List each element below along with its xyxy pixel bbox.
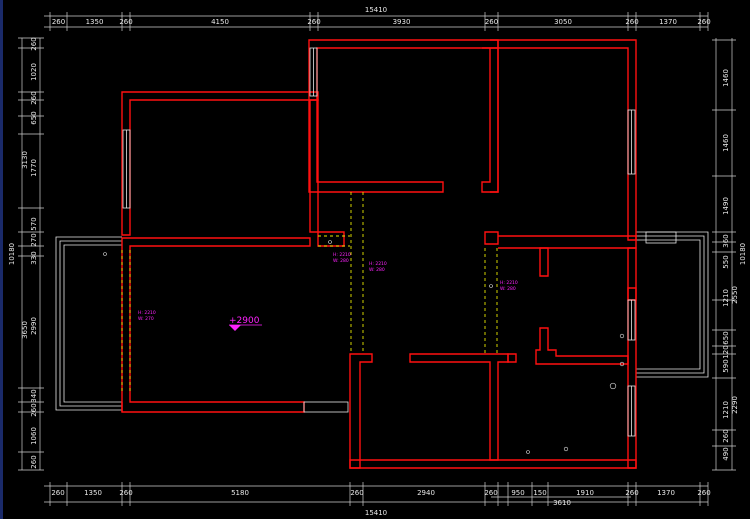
svg-text:W: 280: W: 280 [369, 267, 385, 273]
right-dimension-label: 490 [722, 447, 730, 460]
svg-text:W: 280: W: 280 [500, 286, 516, 292]
left-mid-dimension-1: 3130 [21, 151, 29, 169]
top-dimension-label: 260 [625, 18, 638, 26]
right-dimension-label: 590 [722, 359, 730, 372]
right-total-dimension: 10180 [739, 243, 747, 265]
right-balcony [636, 231, 709, 378]
bottom-sub-dimension: 3610 [553, 499, 571, 507]
left-dimension-label: 650 [30, 111, 38, 124]
right-dimension-label: 1210 [722, 289, 730, 307]
bottom-dimension-label: 260 [484, 489, 497, 497]
bottom-dimension-label: 260 [51, 489, 64, 497]
bottom-dimension-label: 260 [625, 489, 638, 497]
right-mid-dimension-2: 2290 [731, 396, 739, 414]
elevation-marker-icon [229, 325, 241, 331]
left-balcony [55, 236, 122, 411]
annotations: +2900 H: 2210 W: 270 H: 2210 W: 280 H: 2… [138, 252, 518, 331]
bottom-dimension-label: 260 [697, 489, 710, 497]
bottom-dimension-label: 1910 [576, 489, 594, 497]
svg-text:H: 2210: H: 2210 [369, 261, 387, 267]
top-dimension-label: 260 [307, 18, 320, 26]
door-tag-3: H: 2210 W: 280 [369, 261, 387, 273]
windows [122, 47, 636, 437]
left-dimension-label: 2990 [30, 317, 38, 335]
svg-text:H: 2210: H: 2210 [333, 252, 351, 258]
top-dimensions: 15410 260 1350 260 4150 260 3930 260 3050 260 137… [44, 6, 711, 31]
top-dimension-label: 260 [485, 18, 498, 26]
bottom-dimension-label: 1370 [657, 489, 675, 497]
top-dimension-label: 1370 [659, 18, 677, 26]
right-dimension-label: 1210 [722, 401, 730, 419]
top-dimension-label: 260 [119, 18, 132, 26]
bottom-dimension-label: 950 [511, 489, 524, 497]
left-dimension-label: 260 [30, 37, 38, 50]
fixtures [103, 240, 625, 454]
bottom-dimensions: 260 1350 260 5180 260 2940 260 950 150 1910 260 137… [44, 482, 711, 517]
right-dimension-label: 1460 [722, 134, 730, 152]
top-total-dimension: 15410 [365, 6, 387, 14]
right-dimension-label: 1490 [722, 197, 730, 215]
svg-text:W: 270: W: 270 [138, 316, 154, 322]
left-dimension-label: 1020 [30, 63, 38, 81]
door-tag-4: H: 2210 W: 280 [500, 280, 518, 292]
left-dimension-label: 340 [30, 389, 38, 402]
left-dimension-label: 260 [30, 403, 38, 416]
left-dimension-label: 570 [30, 217, 38, 230]
right-dimension-label: 120 [722, 345, 730, 358]
left-mid-dimension-2: 3650 [21, 321, 29, 339]
left-dimension-label: 260 [30, 455, 38, 468]
door-tag-1: H: 2210 W: 270 [138, 310, 156, 322]
right-dimension-label: 260 [722, 429, 730, 442]
right-dimension-label: 1460 [722, 69, 730, 87]
bottom-dimension-label: 260 [119, 489, 132, 497]
bottom-total-dimension: 15410 [365, 509, 387, 517]
bottom-dimension-label: 2940 [417, 489, 435, 497]
walls [121, 39, 637, 469]
left-dimensions: 2601020260650177057027033029903402601060… [8, 37, 44, 471]
top-dimension-label: 260 [52, 18, 65, 26]
top-dimension-label: 3050 [554, 18, 572, 26]
top-dimension-label: 1350 [86, 18, 104, 26]
bottom-dimension-label: 150 [533, 489, 546, 497]
left-dimension-label: 260 [30, 91, 38, 104]
svg-text:W: 280: W: 280 [333, 258, 349, 264]
door-openings [121, 192, 498, 392]
top-dimension-label: 4150 [211, 18, 229, 26]
svg-text:H: 2210: H: 2210 [500, 280, 518, 286]
top-dimension-label: 260 [697, 18, 710, 26]
right-dimension-label: 650 [722, 331, 730, 344]
svg-text:H: 2210: H: 2210 [138, 310, 156, 316]
top-dimension-label: 3930 [393, 18, 411, 26]
left-dimension-label: 270 [30, 233, 38, 246]
left-dimension-label: 1060 [30, 427, 38, 445]
door-tag-2: H: 2210 W: 280 [333, 252, 351, 264]
viewport-edge [0, 0, 3, 519]
right-mid-dimension-1: 2550 [731, 286, 739, 304]
left-dimension-label: 330 [30, 251, 38, 264]
left-total-dimension: 10180 [8, 243, 16, 265]
left-dimension-label: 1770 [30, 159, 38, 177]
bottom-dimension-label: 260 [350, 489, 363, 497]
right-dimension-label: 550 [722, 255, 730, 268]
right-dimension-label: 360 [722, 234, 730, 247]
elevation-label: +2900 [229, 316, 260, 326]
bottom-dimension-label: 5180 [231, 489, 249, 497]
bottom-dimension-label: 1350 [84, 489, 102, 497]
